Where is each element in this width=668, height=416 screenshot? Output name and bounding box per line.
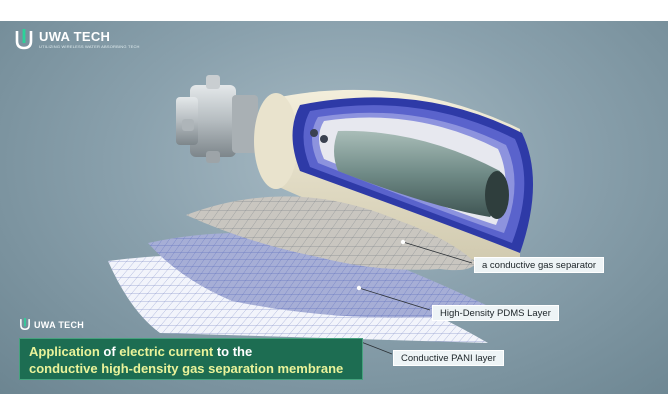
brand-logo-small: UWA TECH <box>19 318 84 331</box>
caption-line-1: Application of electric current to the <box>29 343 353 360</box>
cylinder-body <box>254 89 534 271</box>
image-frame: UWA TECH UTILIZING WIRELESS WATER ABSORB… <box>0 21 668 394</box>
brand-name: UWA TECH <box>39 29 111 44</box>
membrane-illustration <box>108 75 534 355</box>
brand-logo: UWA TECH UTILIZING WIRELESS WATER ABSORB… <box>14 29 140 51</box>
caption-highlight-1: Application <box>29 344 100 359</box>
label-pdms: High-Density PDMS Layer <box>432 305 559 321</box>
brand-tagline: UTILIZING WIRELESS WATER ABSORBING TECH <box>39 44 140 49</box>
label-separator: a conductive gas separator <box>474 257 605 273</box>
pipe-fitting <box>176 75 258 163</box>
caption-text-2: to the <box>213 344 253 359</box>
caption-highlight-2: electric current <box>119 344 214 359</box>
logo-mark-icon <box>15 29 33 50</box>
caption-box: Application of electric current to the c… <box>19 338 363 380</box>
brand-name-small: UWA TECH <box>34 319 85 330</box>
logo-mark-icon <box>20 318 30 330</box>
label-pani: Conductive PANI layer <box>393 350 504 366</box>
caption-line-2: conductive high-density gas separation m… <box>29 361 344 376</box>
caption-text-1: of <box>99 344 120 359</box>
